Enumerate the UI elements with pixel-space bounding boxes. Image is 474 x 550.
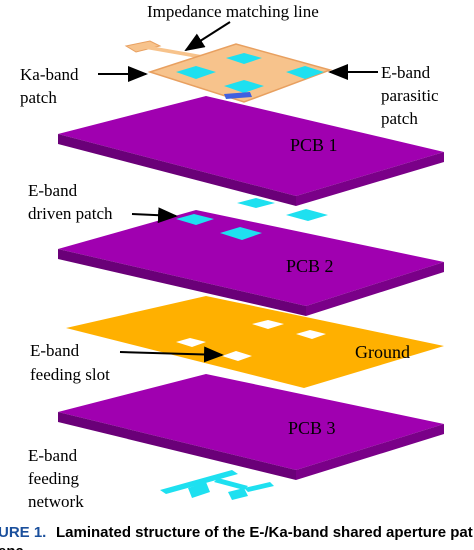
- e-band-driven-patch-top-1: [237, 198, 275, 208]
- e-band-driven-patch-top-2: [286, 209, 328, 221]
- e-band-feeding-network-label-line3: network: [28, 492, 84, 511]
- e-band-driven-label-line1: E-band: [28, 181, 78, 200]
- e-band-parasitic-label-line1: E-band: [381, 63, 431, 82]
- e-band-parasitic-patch-1: [176, 66, 216, 79]
- impedance-matching-line-label: Impedance matching line: [147, 2, 319, 21]
- feeding-slot-4: [222, 351, 252, 361]
- pcb-3-layer: PCB 3: [58, 374, 444, 480]
- feeding-network-trace-2: [188, 482, 210, 498]
- ka-band-patch-label-line1: Ka-band: [20, 65, 79, 84]
- feeding-network-trace-1: [160, 470, 238, 494]
- pcb-1-right-side: [296, 152, 444, 206]
- annotation-labels: Impedance matching line Ka-band patch E-…: [20, 2, 439, 511]
- caption-figure-number: URE 1.: [0, 524, 46, 541]
- pcb-1-front-side: [58, 134, 296, 206]
- pcb-3-label: PCB 3: [288, 418, 336, 438]
- pcb-3-top: [58, 374, 444, 470]
- pcb-2-right-side: [306, 262, 444, 316]
- feeding-slot-3: [176, 338, 206, 347]
- e-band-parasitic-patch-3: [286, 66, 324, 79]
- e-band-driven-arrow: [131, 207, 178, 224]
- feeding-slot-2: [296, 330, 326, 339]
- impedance-arrow: [184, 21, 231, 52]
- ground-layer: Ground: [66, 296, 444, 388]
- e-band-feeding-slot-label-line2: feeding slot: [30, 365, 110, 384]
- pcb-2-label: PCB 2: [286, 256, 334, 276]
- e-band-feeding-slot-label-line1: E-band: [30, 341, 80, 360]
- e-band-parasitic-patch-2: [226, 53, 262, 64]
- e-band-driven-patch-2: [220, 227, 262, 240]
- top-patch-layer: [124, 40, 333, 103]
- caption-text-line2: ena: [0, 543, 25, 550]
- e-band-parasitic-label-line2: parasitic: [381, 86, 439, 105]
- caption-text: Laminated structure of the E-/Ka-band sh…: [56, 524, 473, 541]
- e-band-parasitic-label-line3: patch: [381, 109, 418, 128]
- pcb-1-top: [58, 96, 444, 196]
- e-band-feeding-slot-arrow: [119, 346, 224, 363]
- pcb-1-label: PCB 1: [290, 135, 338, 155]
- feeding-network-trace-5: [228, 488, 248, 500]
- e-band-feeding-network-label-line2: feeding: [28, 469, 79, 488]
- pcb-3-right-side: [296, 424, 444, 480]
- feeding-slot-1: [252, 320, 284, 329]
- ka-band-feed-bar: [224, 92, 252, 99]
- driven-patch-layer: [237, 198, 328, 221]
- pcb-1-layer: PCB 1: [58, 96, 444, 206]
- pcb-2-layer: PCB 2: [58, 210, 444, 316]
- e-band-parasitic-patch-4: [224, 80, 264, 93]
- e-band-driven-label-line2: driven patch: [28, 204, 113, 223]
- pcb-2-top: [58, 210, 444, 306]
- e-band-driven-patch-1: [176, 214, 214, 225]
- feeding-network-trace-4: [244, 482, 274, 492]
- feeding-network-layer: [160, 470, 274, 500]
- impedance-matching-line-shape: [124, 40, 162, 53]
- feeding-network-trace-3: [214, 478, 248, 490]
- pcb-2-front-side: [58, 249, 306, 316]
- ka-band-patch-label-line2: patch: [20, 88, 57, 107]
- figure-caption: URE 1. Laminated structure of the E-/Ka-…: [0, 524, 473, 550]
- ground-plane: [66, 296, 444, 388]
- pcb-3-front-side: [58, 412, 296, 480]
- ground-label: Ground: [355, 342, 410, 362]
- e-band-feeding-network-label-line1: E-band: [28, 446, 78, 465]
